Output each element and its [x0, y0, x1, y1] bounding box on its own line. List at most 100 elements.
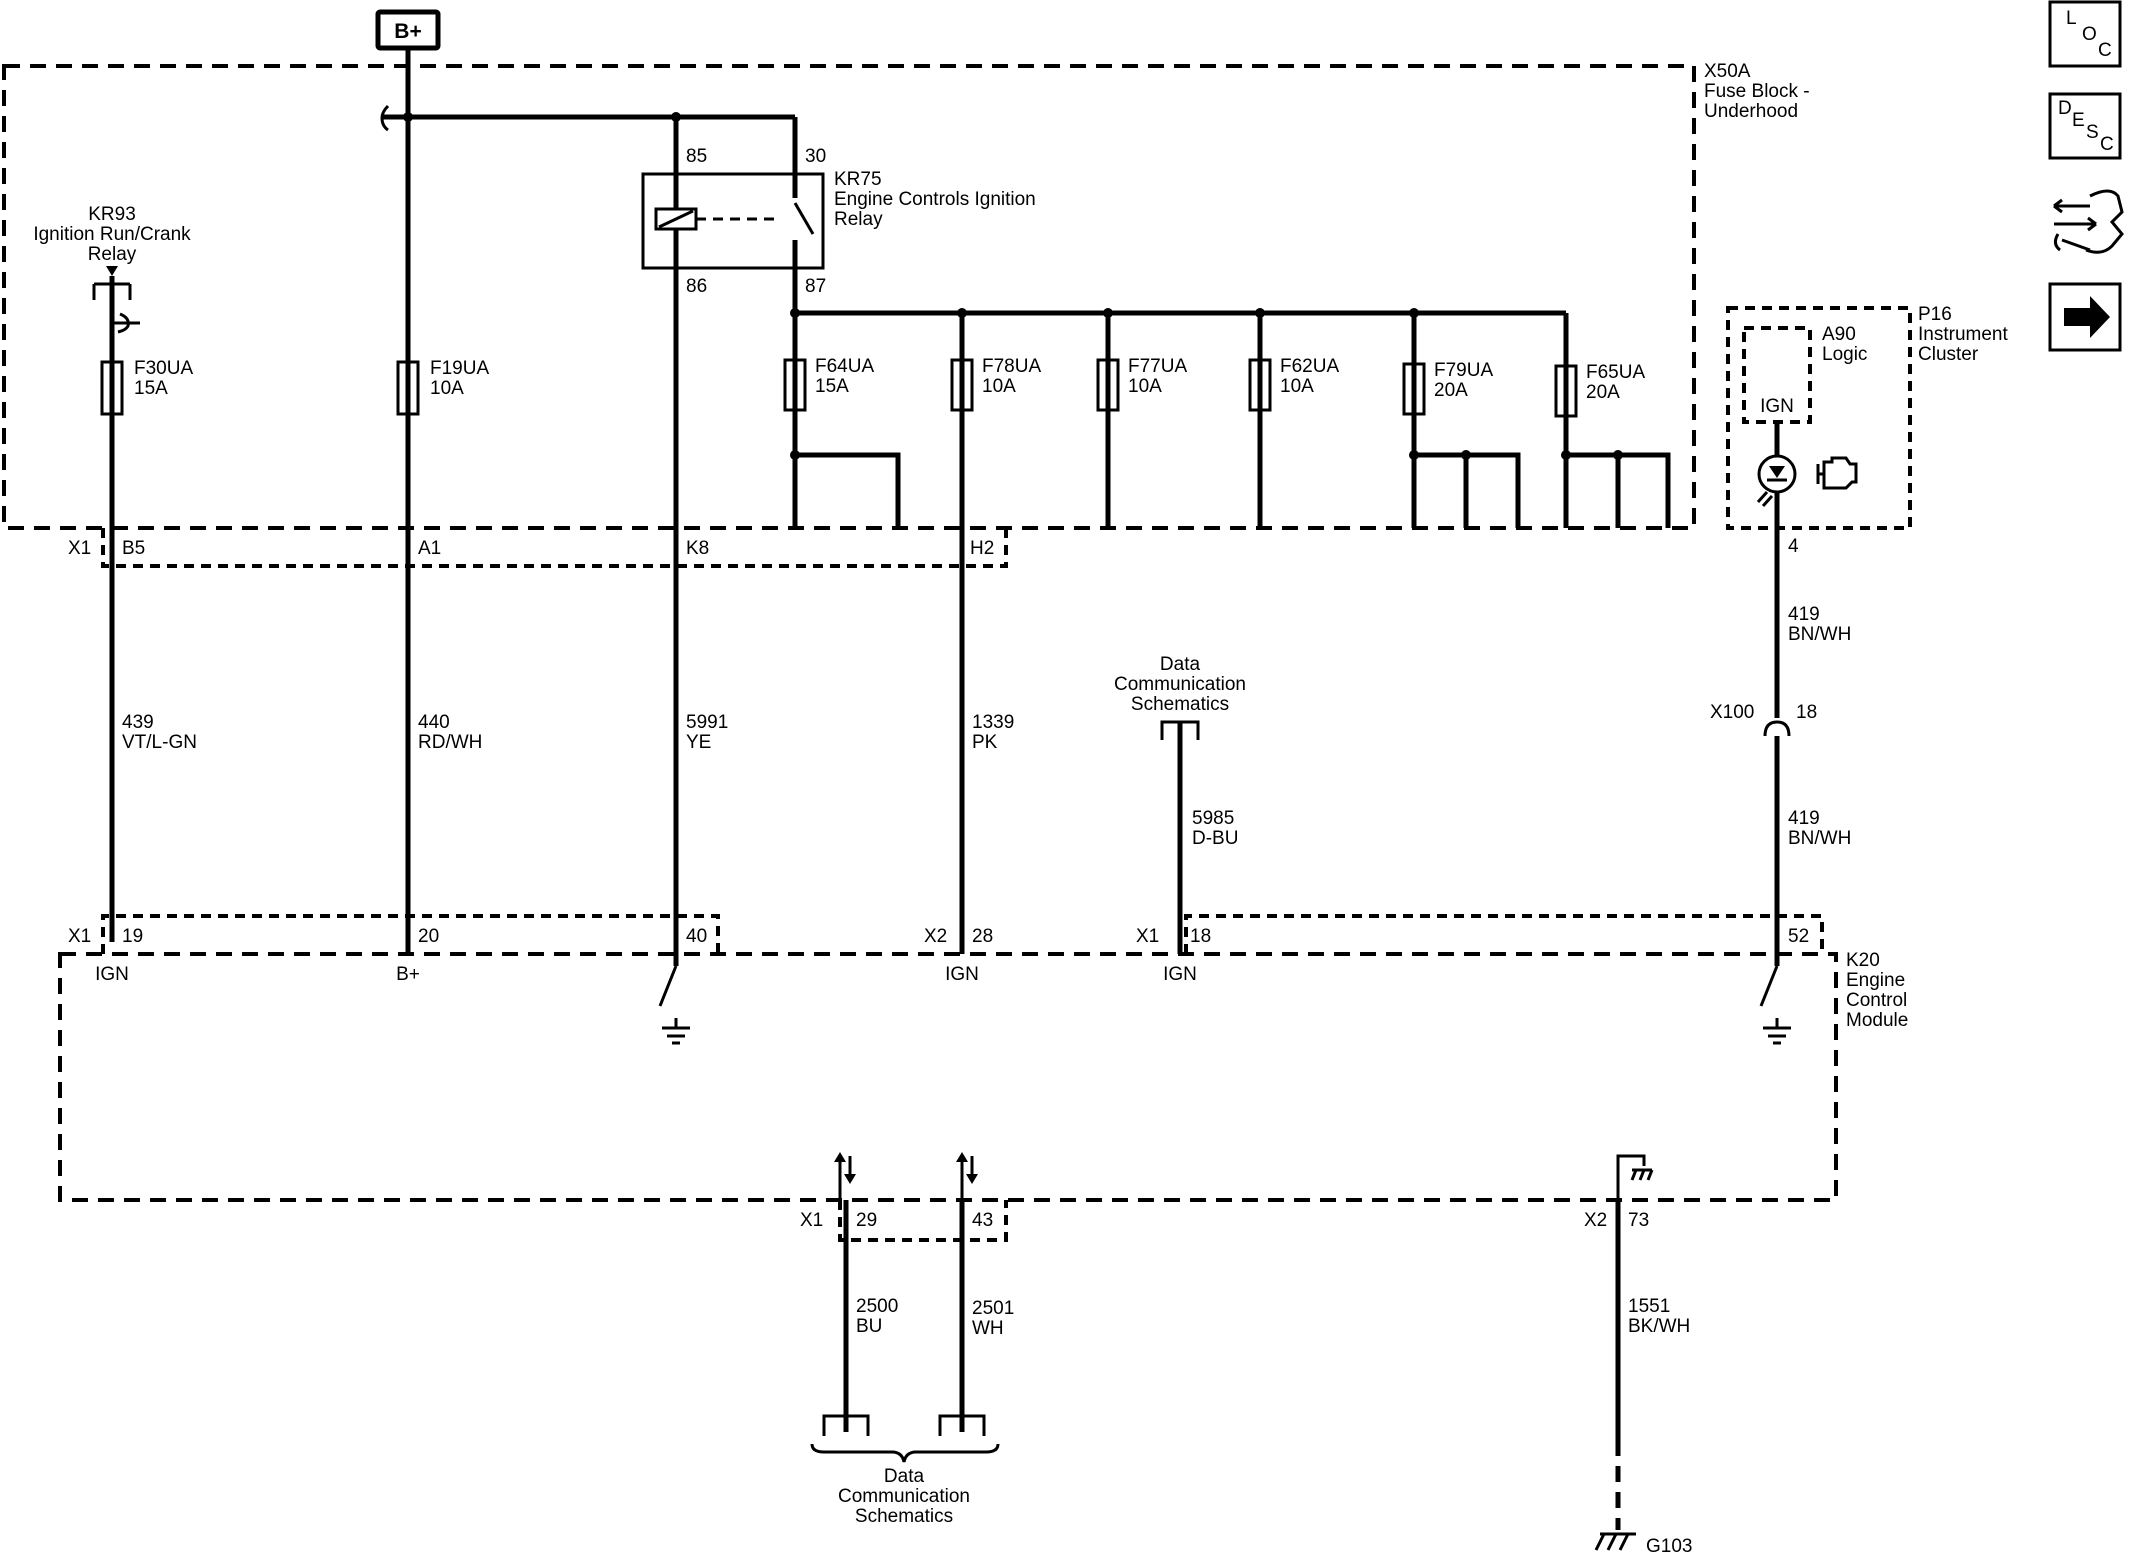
cluster-label-1: Instrument — [1918, 324, 2008, 345]
loc-letter-c: C — [2098, 40, 2112, 61]
desc-letter-e: E — [2072, 110, 2085, 131]
wire-5991-circuit: 5991 — [686, 712, 728, 733]
fuse-id: F78UA — [982, 356, 1041, 377]
wire-1551-circuit: 1551 — [1628, 1296, 1670, 1317]
ground-switch — [1759, 965, 1779, 1007]
fuse-id: F77UA — [1128, 356, 1187, 377]
kr75-pin-86: 86 — [686, 276, 707, 297]
fuse-id: F19UA — [430, 358, 489, 379]
wire-440-circuit: 440 — [418, 712, 450, 733]
kr93-id: KR93 — [88, 204, 136, 225]
kr93-arrow-icon — [106, 266, 118, 276]
ecm-bottom-x1-name: X1 — [800, 1210, 823, 1231]
data-comm-bottom-1: Data — [884, 1466, 925, 1487]
fuse-id: F30UA — [134, 358, 193, 379]
fuse-id: F62UA — [1280, 356, 1339, 377]
fuse-rating: 20A — [1434, 380, 1468, 401]
fuse-rating: 20A — [1586, 382, 1620, 403]
fuse-branch — [1566, 452, 1671, 528]
ecm-x1-connector — [101, 914, 720, 954]
wire-2501-circuit: 2501 — [972, 1298, 1014, 1319]
ecm-bottom-x1-connector — [838, 1200, 1008, 1242]
fuse-block-label-2: Underhood — [1704, 101, 1798, 122]
ecm-x2-name: X2 — [924, 926, 947, 947]
wire-1339-circuit: 1339 — [972, 712, 1014, 733]
fuse-f30ua: F30UA 15A — [100, 358, 193, 416]
x100-pin: 18 — [1796, 702, 1817, 723]
kr93-label-1: Ignition Run/Crank — [33, 224, 191, 245]
ecm-bottom-x2-name: X2 — [1584, 1210, 1607, 1231]
ecm-pin-18: 18 — [1190, 926, 1211, 947]
wire-419b-color: BN/WH — [1788, 828, 1851, 849]
next-arrow-icon — [2064, 296, 2110, 338]
data-comm-ref-3: Schematics — [1131, 694, 1229, 715]
fuse-rating: 15A — [134, 378, 168, 399]
g103-ground-icon — [1618, 1533, 1630, 1551]
fuse-rating: 10A — [1280, 376, 1314, 397]
fuse-rating: 15A — [815, 376, 849, 397]
x1-pin-a1: A1 — [418, 538, 441, 559]
ecm-pin-19: 19 — [122, 926, 143, 947]
wire-1551-color: BK/WH — [1628, 1316, 1690, 1337]
x100-name: X100 — [1710, 702, 1754, 723]
desc-button[interactable]: D E S C — [2048, 92, 2122, 160]
wire-5985-circuit: 5985 — [1192, 808, 1234, 829]
desc-letter-s: S — [2086, 122, 2099, 143]
next-button[interactable] — [2048, 282, 2122, 352]
ecm-id: K20 — [1846, 950, 1880, 971]
fuse-block-id: X50A — [1704, 61, 1751, 82]
data-comm-ref-1: Data — [1160, 654, 1201, 675]
x1-pin-b5: B5 — [122, 538, 145, 559]
kr75-pin-30: 30 — [805, 146, 826, 167]
wire-440-color: RD/WH — [418, 732, 482, 753]
fuse-id: F64UA — [815, 356, 874, 377]
ecm-pin-29: 29 — [856, 1210, 877, 1231]
x1-top-connector — [101, 528, 1008, 568]
fuse-block-boundary — [2, 64, 1696, 530]
bidirectional-arrow-icon — [956, 1152, 978, 1202]
ground-switch — [658, 965, 678, 1007]
instrument-cluster-boundary — [1726, 306, 1912, 530]
ecm-x1b-name: X1 — [1136, 926, 1159, 947]
kr75-id: KR75 — [834, 169, 882, 190]
ecm-pin-40: 40 — [686, 926, 707, 947]
led-light-ray — [1761, 494, 1774, 508]
wire-break-arc — [117, 312, 130, 334]
data-comm-bottom-2: Communication — [838, 1486, 970, 1507]
ecm-x1b-connector — [1184, 914, 1824, 954]
ecm-pin-18-label: IGN — [1163, 964, 1197, 985]
data-comm-connector-icon — [822, 1414, 870, 1436]
wire-419-circuit: 419 — [1788, 604, 1820, 625]
desc-letter-c: C — [2100, 134, 2114, 155]
fuse-branch — [795, 452, 901, 528]
chassis-ground-icon — [1646, 1169, 1654, 1181]
data-comm-connector-icon — [938, 1414, 986, 1436]
wire-5991-color: YE — [686, 732, 711, 753]
data-comm-bottom-3: Schematics — [855, 1506, 953, 1527]
ecm-pin-20: 20 — [418, 926, 439, 947]
ecm-pin-28: 28 — [972, 926, 993, 947]
ecm-pin-43: 43 — [972, 1210, 993, 1231]
cluster-pin: 4 — [1788, 536, 1799, 557]
kr93-label-2: Relay — [88, 244, 137, 265]
led-light-ray — [1756, 490, 1769, 504]
wire-2501-color: WH — [972, 1318, 1004, 1339]
wire-419b-circuit: 419 — [1788, 808, 1820, 829]
fuse-rating: 10A — [982, 376, 1016, 397]
x1-pin-k8: K8 — [686, 538, 709, 559]
wire-1339-color: PK — [972, 732, 998, 753]
kr75-pin-85: 85 — [686, 146, 707, 167]
loc-button[interactable]: L O C — [2048, 0, 2122, 68]
ecm-x1-name: X1 — [68, 926, 91, 947]
ecm-pin-20-label: B+ — [396, 964, 420, 985]
x100-connector-icon — [1763, 720, 1791, 737]
fuse-rating: 10A — [1128, 376, 1162, 397]
ecm-boundary — [58, 952, 1838, 1202]
kr75-label-2: Relay — [834, 209, 883, 230]
connector-tool-icon[interactable] — [2053, 189, 2124, 254]
relay-coil-slash — [658, 209, 694, 229]
engine-icon — [1816, 456, 1858, 490]
wire-2500-circuit: 2500 — [856, 1296, 898, 1317]
ecm-pin-52: 52 — [1788, 926, 1809, 947]
